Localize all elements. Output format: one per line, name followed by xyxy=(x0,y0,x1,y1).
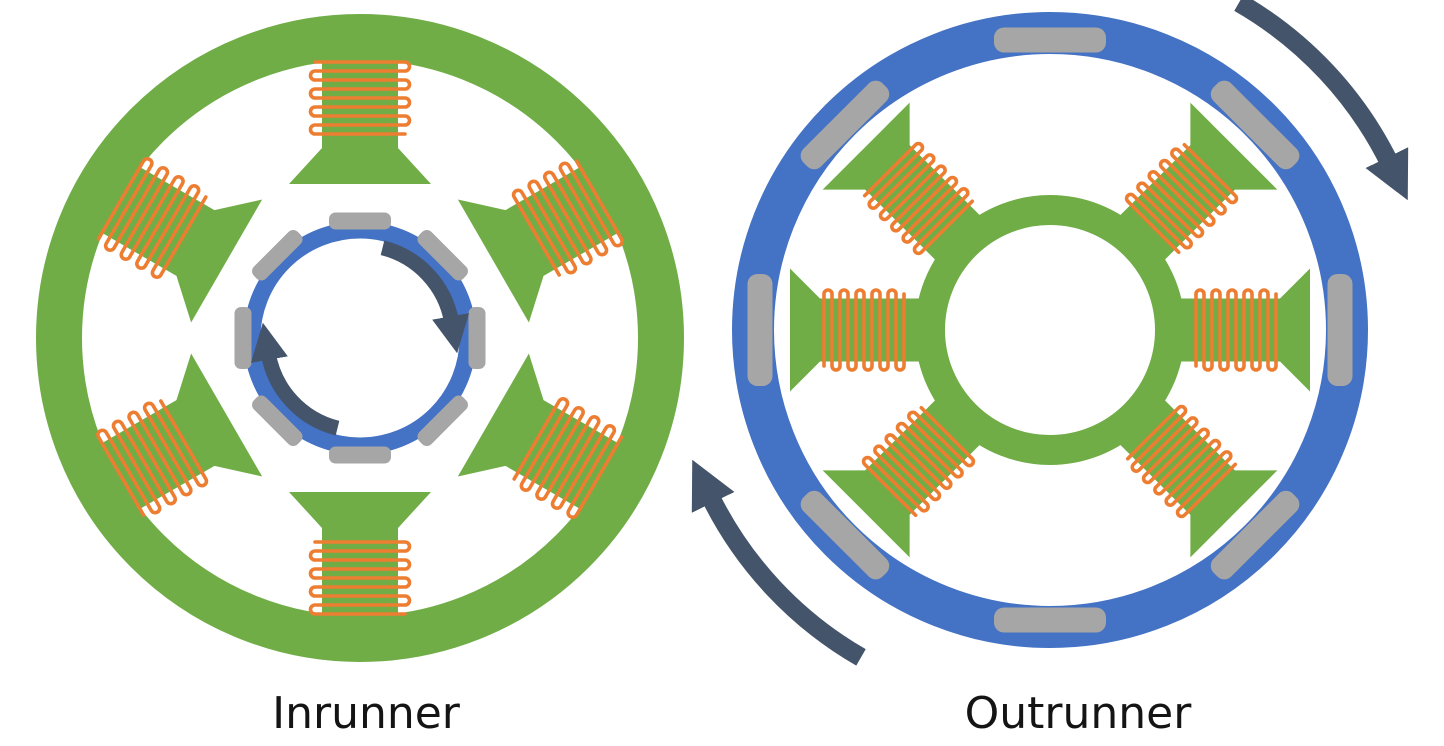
inrunner-rotor-magnet xyxy=(468,307,486,369)
outrunner-rotor-magnet xyxy=(994,27,1106,53)
outrunner-stator-pole-with-coil xyxy=(788,266,934,394)
outrunner-stator-pole-with-coil xyxy=(1166,266,1312,394)
outrunner-clockwise-rotation-arrow-icon xyxy=(1234,0,1409,201)
inrunner-stator-outer-ring xyxy=(36,14,684,662)
outrunner-figure xyxy=(691,0,1409,666)
outrunner-rotor-magnet xyxy=(994,607,1106,633)
inrunner-rotor-magnet xyxy=(234,307,252,369)
inrunner-clockwise-rotation-arrow-icon xyxy=(380,240,470,354)
outrunner-rotor-magnet xyxy=(1327,274,1353,386)
inrunner-figure xyxy=(36,14,684,662)
inrunner-rotor-ring xyxy=(243,221,477,455)
inrunner-caption: Inrunner xyxy=(272,688,460,739)
outrunner-rotor-magnet xyxy=(747,274,773,386)
inrunner-rotor-magnet xyxy=(329,446,391,464)
inrunner-stator-pole-with-coil xyxy=(287,52,433,186)
inrunner-stator-pole-with-coil xyxy=(287,490,433,624)
outrunner-clockwise-rotation-arrow-icon xyxy=(691,459,866,666)
inrunner-clockwise-rotation-arrow-icon xyxy=(250,322,340,436)
outrunner-caption: Outrunner xyxy=(964,688,1192,739)
inrunner-rotor-magnet xyxy=(329,212,391,230)
